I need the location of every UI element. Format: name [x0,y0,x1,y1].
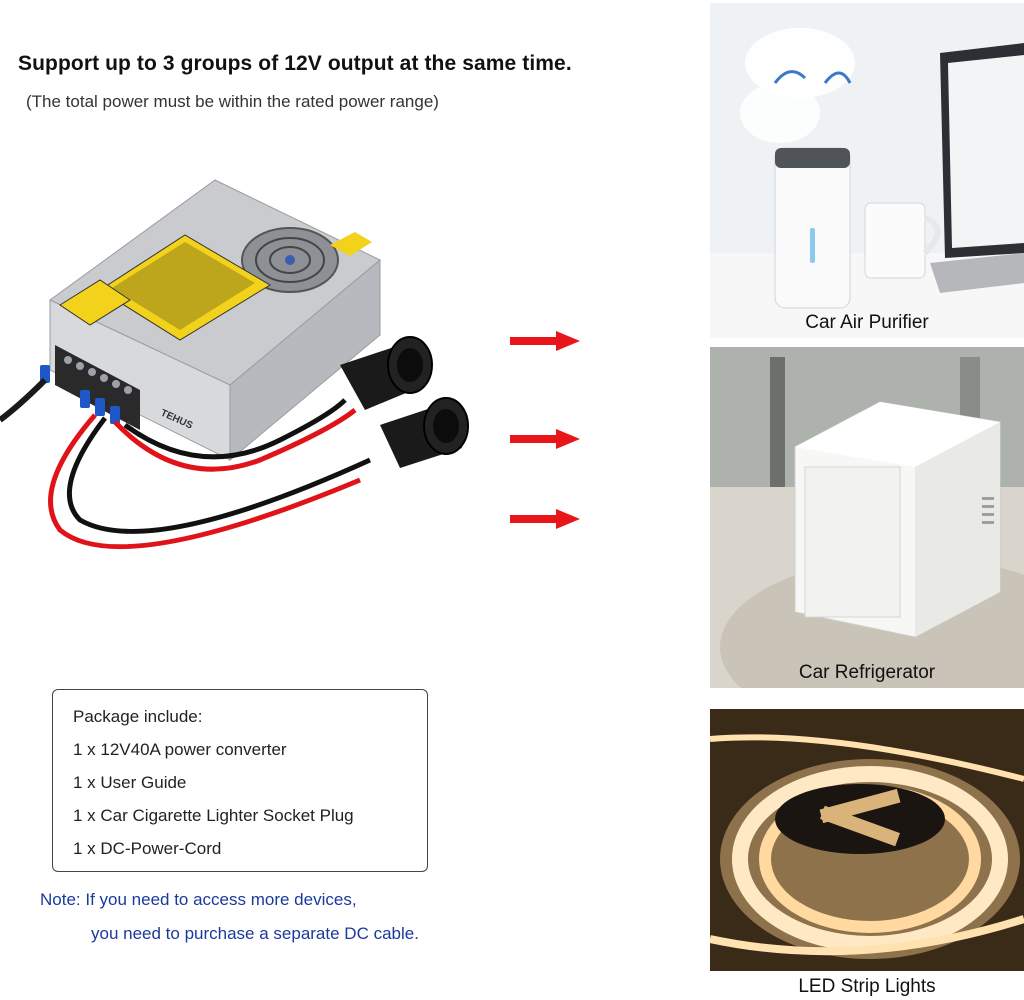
note-line-1: Note: If you need to access more devices… [40,890,357,909]
device-label: Car Air Purifier [805,312,929,333]
device-label: Car Refrigerator [798,662,936,683]
device-label: LED Strip Lights [798,976,936,997]
arrow-right-icon [510,429,580,449]
led-strip-panel [710,709,1024,971]
car-refrigerator-panel: Car Refrigerator [710,347,1024,688]
note-line-2: you need to purchase a separate DC cable… [91,924,419,943]
package-item: 1 x User Guide [73,773,187,792]
arrow-right-icon [510,509,580,529]
air-purifier-panel: Car Air Purifier [710,3,1024,338]
socket-1 [340,336,433,410]
package-item: 1 x 12V40A power converter [73,740,287,759]
package-title: Package include: [73,707,203,726]
arrow-right-icon [510,331,580,351]
package-item: 1 x Car Cigarette Lighter Socket Plug [73,806,354,825]
fan-icon [241,227,339,293]
package-item: 1 x DC-Power-Cord [73,839,222,858]
subheadline: (The total power must be within the rate… [26,92,439,111]
socket-2 [380,397,469,468]
power-supply-illustration: TEHUS [0,160,500,580]
package-contents-box: Package include: 1 x 12V40A power conver… [52,689,428,872]
headline: Support up to 3 groups of 12V output at … [18,52,572,75]
